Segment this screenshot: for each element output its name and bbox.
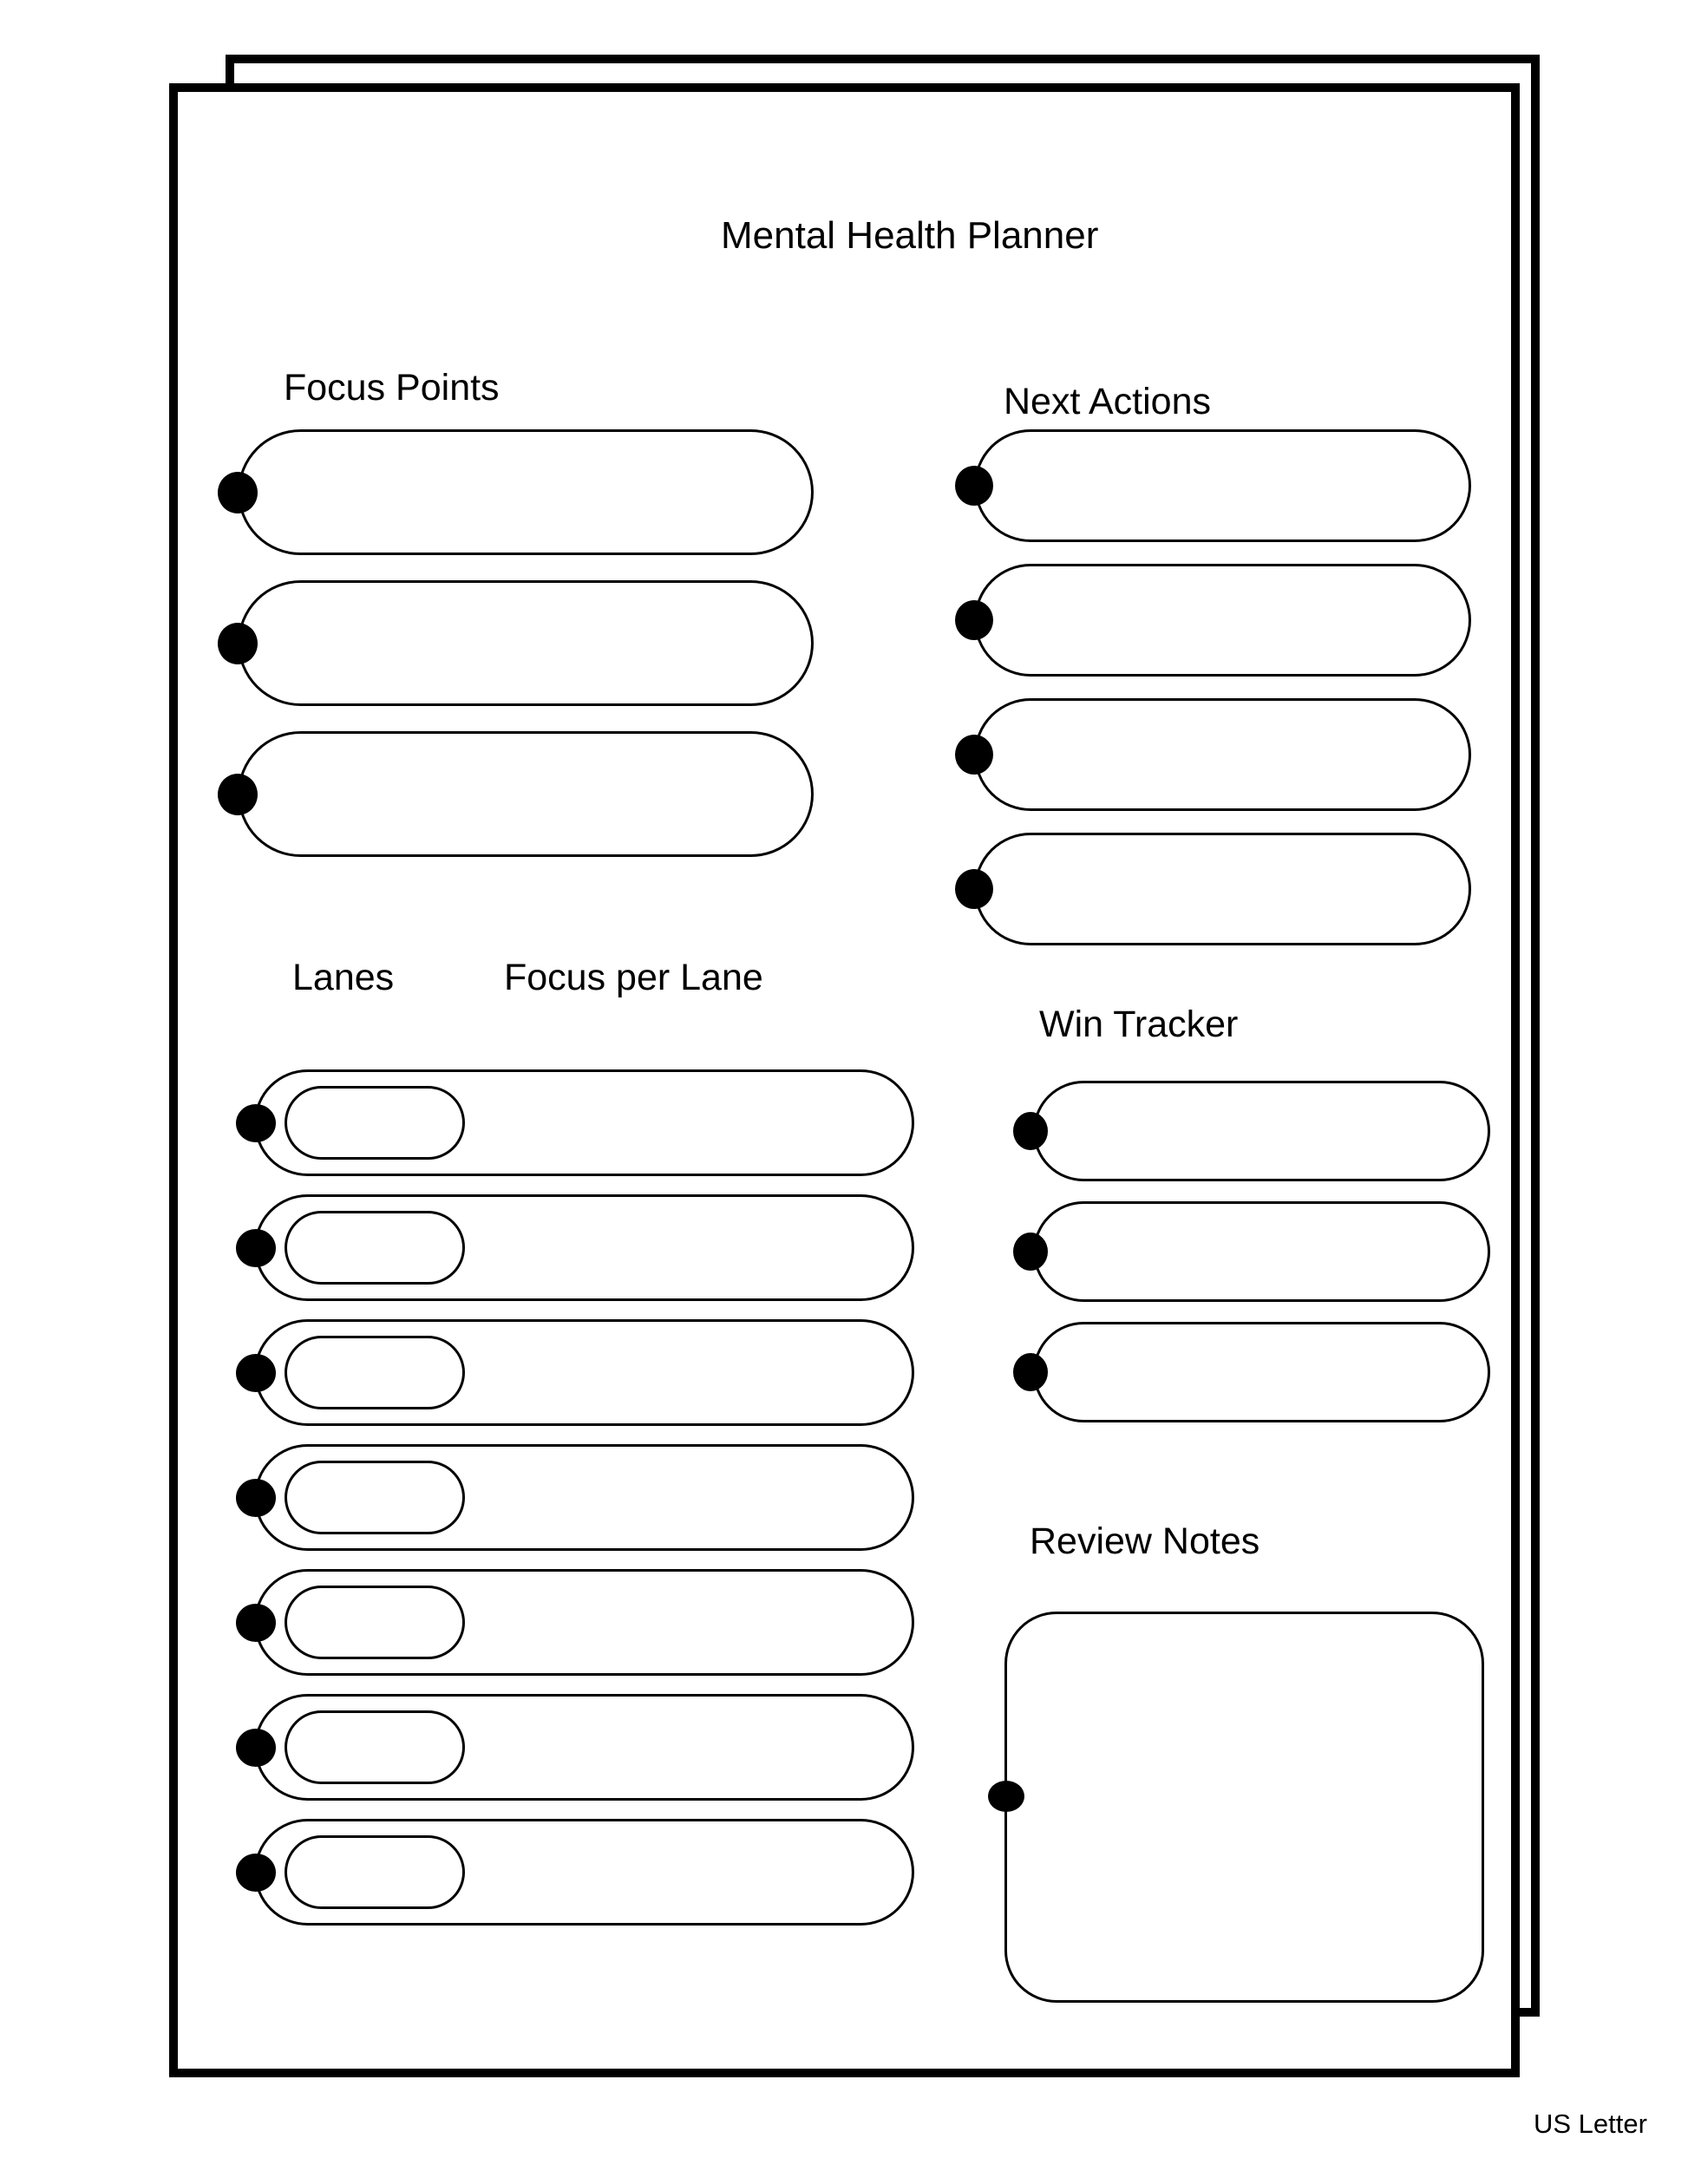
focus-per-lane-heading: Focus per Lane: [504, 957, 763, 998]
lanes-heading: Lanes: [292, 957, 395, 998]
lanes-list: [236, 1069, 914, 1926]
next-action-field[interactable]: [955, 429, 1471, 542]
lane-name-field[interactable]: [285, 1461, 465, 1534]
focus-points-list: [218, 429, 814, 857]
lane-row[interactable]: [236, 1319, 914, 1426]
focus-point-field[interactable]: [218, 580, 814, 706]
lane-name-field[interactable]: [285, 1086, 465, 1160]
lane-row[interactable]: [236, 1694, 914, 1801]
page-title: Mental Health Planner: [721, 214, 1099, 257]
review-notes-field[interactable]: [988, 1612, 1484, 2003]
lane-name-field[interactable]: [285, 1710, 465, 1784]
bullet-dot-icon: [218, 471, 258, 513]
next-actions-list: [955, 429, 1471, 945]
bullet-dot-icon: [218, 622, 258, 664]
bullet-dot-icon: [955, 735, 993, 775]
bullet-dot-icon: [955, 466, 993, 506]
bullet-dot-icon: [236, 1228, 276, 1267]
paper-size-label: US Letter: [1534, 2109, 1647, 2139]
bullet-dot-icon: [236, 1728, 276, 1767]
next-action-field[interactable]: [955, 833, 1471, 945]
focus-point-field[interactable]: [218, 731, 814, 857]
bullet-dot-icon: [988, 1781, 1024, 1812]
win-field[interactable]: [1013, 1081, 1490, 1181]
win-field[interactable]: [1013, 1201, 1490, 1302]
next-actions-heading: Next Actions: [1004, 381, 1211, 422]
lane-name-field[interactable]: [285, 1336, 465, 1409]
bullet-dot-icon: [236, 1353, 276, 1392]
bullet-dot-icon: [955, 600, 993, 640]
next-action-field[interactable]: [955, 564, 1471, 677]
lane-row[interactable]: [236, 1819, 914, 1926]
next-action-field[interactable]: [955, 698, 1471, 811]
bullet-dot-icon: [1013, 1112, 1048, 1150]
bullet-dot-icon: [1013, 1353, 1048, 1391]
bullet-dot-icon: [955, 869, 993, 909]
lane-name-field[interactable]: [285, 1835, 465, 1909]
lane-row[interactable]: [236, 1069, 914, 1176]
win-tracker-heading: Win Tracker: [1039, 1004, 1239, 1045]
win-field[interactable]: [1013, 1322, 1490, 1422]
lane-row[interactable]: [236, 1444, 914, 1551]
focus-points-heading: Focus Points: [284, 367, 500, 409]
bullet-dot-icon: [218, 773, 258, 815]
bullet-dot-icon: [236, 1478, 276, 1517]
bullet-dot-icon: [236, 1853, 276, 1892]
win-tracker-list: [1013, 1081, 1490, 1422]
bullet-dot-icon: [1013, 1233, 1048, 1271]
lane-name-field[interactable]: [285, 1586, 465, 1659]
bullet-dot-icon: [236, 1103, 276, 1142]
lane-name-field[interactable]: [285, 1211, 465, 1285]
focus-point-field[interactable]: [218, 429, 814, 555]
bullet-dot-icon: [236, 1603, 276, 1642]
lane-row[interactable]: [236, 1194, 914, 1301]
lane-row[interactable]: [236, 1569, 914, 1676]
review-notes-heading: Review Notes: [1030, 1520, 1260, 1562]
